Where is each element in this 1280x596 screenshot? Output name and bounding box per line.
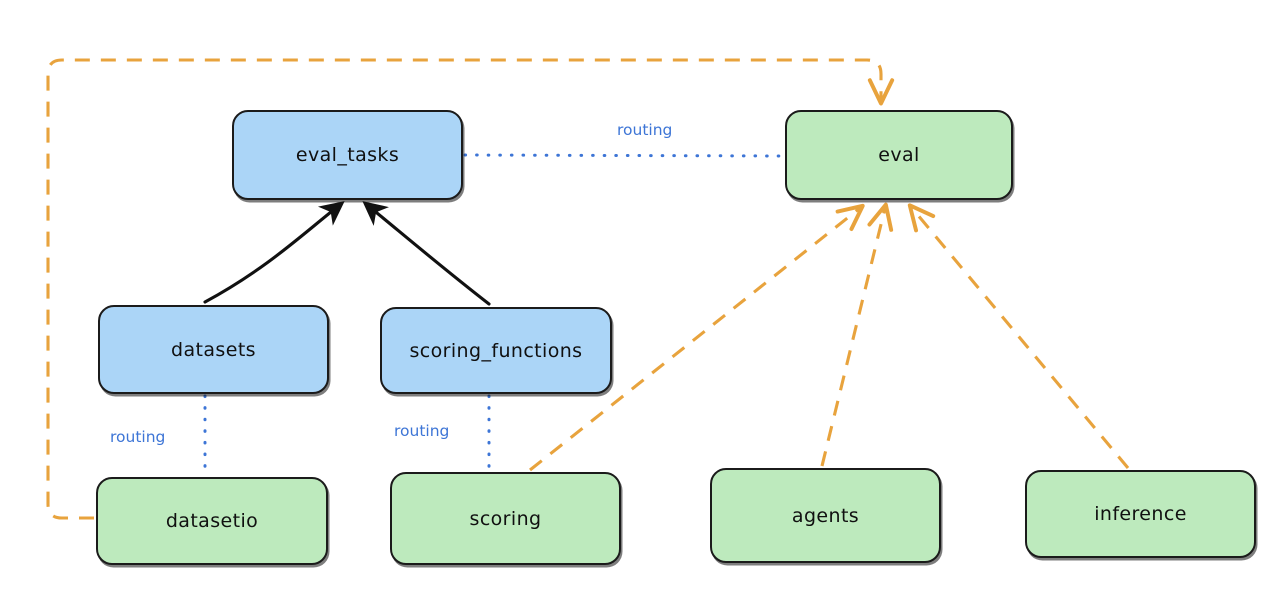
edge-agents-to-eval	[820, 202, 894, 467]
node-scoring-functions[interactable]: scoring_functions	[380, 307, 612, 394]
edge-eval-tasks-to-eval	[463, 153, 785, 158]
node-inference[interactable]: inference	[1025, 470, 1256, 558]
node-eval[interactable]: eval	[785, 110, 1013, 200]
node-label-eval-tasks: eval_tasks	[295, 144, 400, 166]
edge-datasetio-to-eval	[46, 58, 895, 520]
node-label-datasets: datasets	[171, 338, 256, 361]
edge-label-routing-scoring: routing	[394, 422, 450, 440]
node-scoring[interactable]: scoring	[390, 472, 621, 565]
node-label-eval: eval	[878, 144, 920, 166]
node-label-datasetio: datasetio	[165, 510, 259, 532]
node-datasetio[interactable]: datasetio	[96, 477, 328, 565]
node-label-inference: inference	[1094, 503, 1187, 525]
edge-label-routing-eval: routing	[617, 121, 673, 139]
node-agents[interactable]: agents	[710, 468, 941, 563]
edge-scoring-functions-to-eval-tasks	[362, 201, 491, 306]
edge-inference-to-eval	[907, 203, 1130, 469]
node-label-scoring-functions: scoring_functions	[409, 339, 583, 362]
edge-scoring-to-eval	[529, 203, 865, 472]
node-eval-tasks[interactable]: eval_tasks	[232, 110, 463, 200]
node-label-agents: agents	[791, 504, 860, 527]
edge-datasets-to-eval-tasks	[203, 201, 345, 304]
node-label-scoring: scoring	[469, 507, 542, 530]
node-datasets[interactable]: datasets	[98, 305, 329, 394]
edge-label-routing-datasets: routing	[110, 428, 166, 446]
